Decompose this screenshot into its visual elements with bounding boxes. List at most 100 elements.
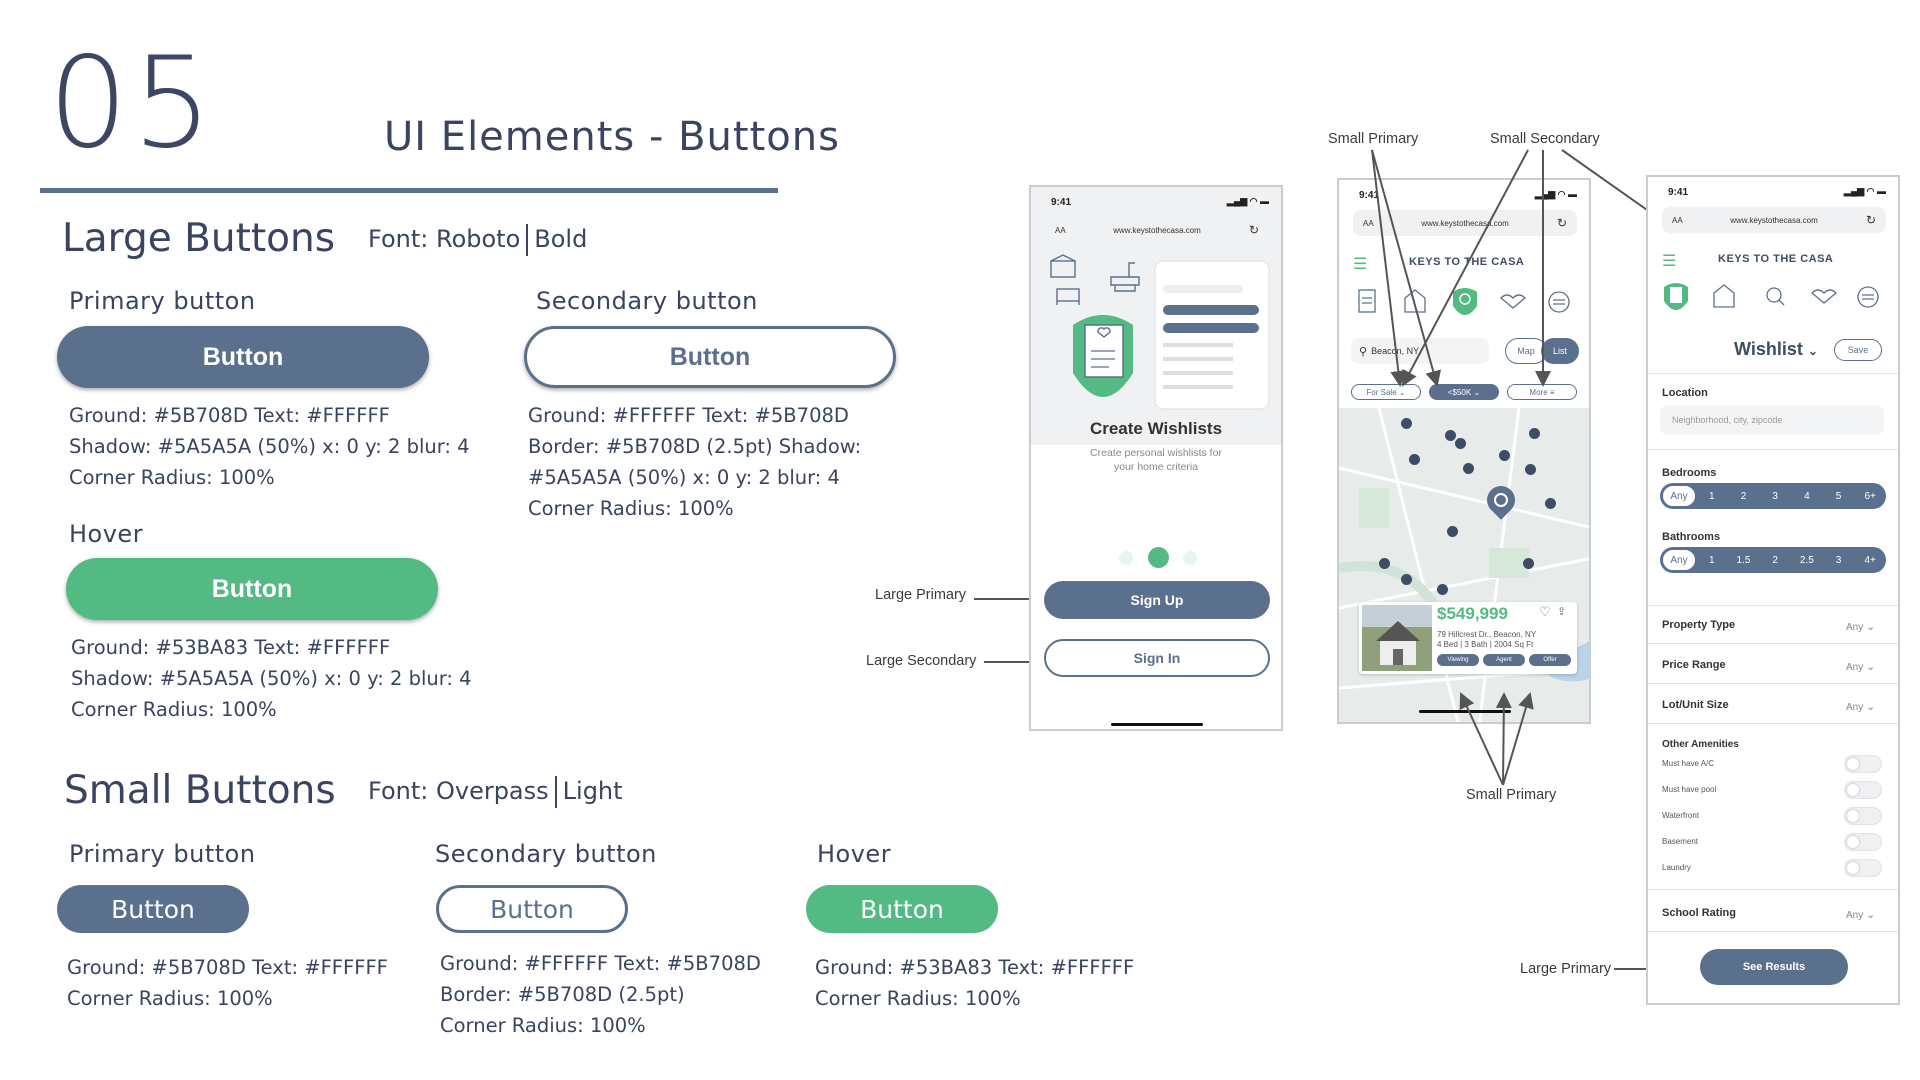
map-area[interactable]: $549,999 ♡ ⇪ 79 Hillcrest Dr., Beacon, N… [1339,407,1589,722]
small-primary-spec: Ground: #5B708D Text: #FFFFFF Corner Rad… [67,952,388,1014]
page-dot[interactable] [1119,551,1133,565]
amenity-toggle[interactable] [1844,781,1882,799]
spec-line: Ground: #53BA83 Text: #FFFFFF [71,636,391,659]
bathrooms-option-any[interactable]: Any [1662,549,1696,571]
annotation-small-primary: Small Primary [1328,131,1419,147]
bedrooms-option[interactable]: 2 [1740,490,1747,502]
property-type-select[interactable]: Any ⌄ [1846,620,1875,633]
map-pin[interactable] [1447,526,1458,537]
map-pin[interactable] [1499,450,1510,461]
bedrooms-option-any[interactable]: Any [1662,485,1696,507]
page-dot[interactable] [1183,551,1197,565]
map-pin[interactable] [1529,428,1540,439]
url-bar[interactable]: AA www.keystothecasa.com ↻ [1353,210,1577,236]
large-secondary-subtitle: Secondary button [536,287,758,315]
bedrooms-option[interactable]: 1 [1709,490,1715,502]
map-pin[interactable] [1523,558,1534,569]
location-input[interactable]: Neighborhood, city, zipcode [1660,405,1884,435]
hamburger-menu-icon[interactable]: ☰ [1662,253,1677,270]
map-pin[interactable] [1401,418,1412,429]
spec-line: Ground: #5B708D Text: #FFFFFF [69,404,390,427]
url-bar[interactable]: AA www.keystothecasa.com ↻ [1662,207,1886,233]
small-hover-button[interactable]: Button [806,885,998,933]
school-rating-select[interactable]: Any ⌄ [1846,908,1875,921]
phone-wishlist: 9:41 ▂▄▆ ◠ ▬ AA www.keystothecasa.com ↻ … [1646,175,1900,1005]
amenity-toggle[interactable] [1844,859,1882,877]
hamburger-menu-icon[interactable]: ☰ [1353,256,1368,273]
bedrooms-option[interactable]: 6+ [1864,490,1876,502]
heading-divider [40,188,778,193]
chevron-down-icon: ⌄ [1866,661,1876,673]
annotation-small-primary-bottom: Small Primary [1466,787,1557,803]
sign-up-button[interactable]: Sign Up [1044,581,1270,619]
bedrooms-option[interactable]: 3 [1772,490,1778,502]
spec-line: Corner Radius: 100% [67,987,273,1010]
bathrooms-option[interactable]: 4+ [1864,554,1876,566]
large-secondary-button[interactable]: Button [524,326,896,388]
map-pin[interactable] [1455,438,1466,449]
url-bar[interactable]: AA www.keystothecasa.com ↻ [1045,217,1269,243]
divider [1648,683,1898,684]
price-range-select[interactable]: Any ⌄ [1846,660,1875,673]
reload-icon[interactable]: ↻ [1556,216,1567,230]
text-size-icon[interactable]: AA [1672,215,1683,225]
share-icon[interactable]: ⇪ [1557,606,1567,618]
bedrooms-selector[interactable]: Any 1 2 3 4 5 6+ [1660,483,1886,509]
map-pin[interactable] [1463,463,1474,474]
status-icons: ▂▄▆ ◠ ▬ [1534,189,1577,199]
map-pin[interactable] [1401,574,1412,585]
map-pin[interactable] [1525,464,1536,475]
bedrooms-option[interactable]: 5 [1835,490,1842,502]
list-toggle-button[interactable]: List [1541,338,1579,364]
large-primary-button[interactable]: Button [57,326,429,388]
text-size-icon[interactable]: AA [1055,225,1066,235]
onboarding-desc-line: Create personal wishlists for [1090,447,1222,459]
reload-icon[interactable]: ↻ [1248,223,1259,237]
map-pin[interactable] [1379,558,1390,569]
amenity-toggle[interactable] [1844,807,1882,825]
small-primary-button[interactable]: Button [57,885,249,933]
large-hover-button[interactable]: Button [66,558,438,620]
listing-card[interactable]: $549,999 ♡ ⇪ 79 Hillcrest Dr., Beacon, N… [1359,602,1577,674]
bathrooms-option[interactable]: 3 [1835,554,1842,566]
bathrooms-option[interactable]: 2 [1772,554,1778,566]
filter-more-button[interactable]: More ≡ [1507,384,1577,400]
page-dot-active[interactable] [1148,547,1169,568]
bedrooms-option[interactable]: 4 [1804,490,1810,502]
spec-line: Ground: #5B708D Text: #FFFFFF [67,956,388,979]
amenity-toggle[interactable] [1844,755,1882,773]
map-pin[interactable] [1437,584,1448,595]
viewing-button[interactable]: Viewing [1437,654,1479,666]
amenity-label: Waterfront [1662,811,1700,820]
bathrooms-option[interactable]: 1.5 [1736,554,1751,566]
lot-size-select[interactable]: Any ⌄ [1846,700,1875,713]
category-icons[interactable] [1353,284,1579,324]
filter-for-sale-button[interactable]: For Sale ⌄ [1351,384,1421,400]
text-size-icon[interactable]: AA [1363,218,1374,228]
offer-button[interactable]: Offer [1529,654,1571,666]
filter-price-button[interactable]: <$50K ⌄ [1429,384,1499,400]
amenity-toggle[interactable] [1844,833,1882,851]
spec-line: Border: #5B708D (2.5pt) Shadow: [528,435,862,458]
listing-details: 4 Bed | 3 Bath | 2004 Sq Ft [1437,640,1534,649]
agent-button[interactable]: Agent [1483,654,1525,666]
spec-line: #5A5A5A (50%) x: 0 y: 2 blur: 4 [528,466,840,489]
bathrooms-option[interactable]: 1 [1709,554,1715,566]
search-input[interactable]: ⚲ Beacon, NY [1351,338,1489,364]
wishlist-title[interactable]: Wishlist ⌄ [1734,339,1818,360]
reload-icon[interactable]: ↻ [1865,213,1876,227]
sign-in-button[interactable]: Sign In [1044,639,1270,677]
save-button[interactable]: Save [1834,339,1882,361]
bathrooms-option[interactable]: 2.5 [1799,554,1814,566]
see-results-button[interactable]: See Results [1700,949,1848,985]
map-pin[interactable] [1545,498,1556,509]
category-icons[interactable] [1662,279,1888,319]
sliders-icon: ≡ [1549,387,1555,397]
map-pin[interactable] [1445,430,1456,441]
map-pin[interactable] [1409,454,1420,465]
heart-icon[interactable]: ♡ [1539,604,1551,619]
onboarding-desc-line: your home criteria [1113,461,1199,473]
bathrooms-selector[interactable]: Any 1 1.5 2 2.5 3 4+ [1660,547,1886,573]
page-heading: UI Elements - Buttons [384,114,840,160]
small-secondary-button[interactable]: Button [436,885,628,933]
